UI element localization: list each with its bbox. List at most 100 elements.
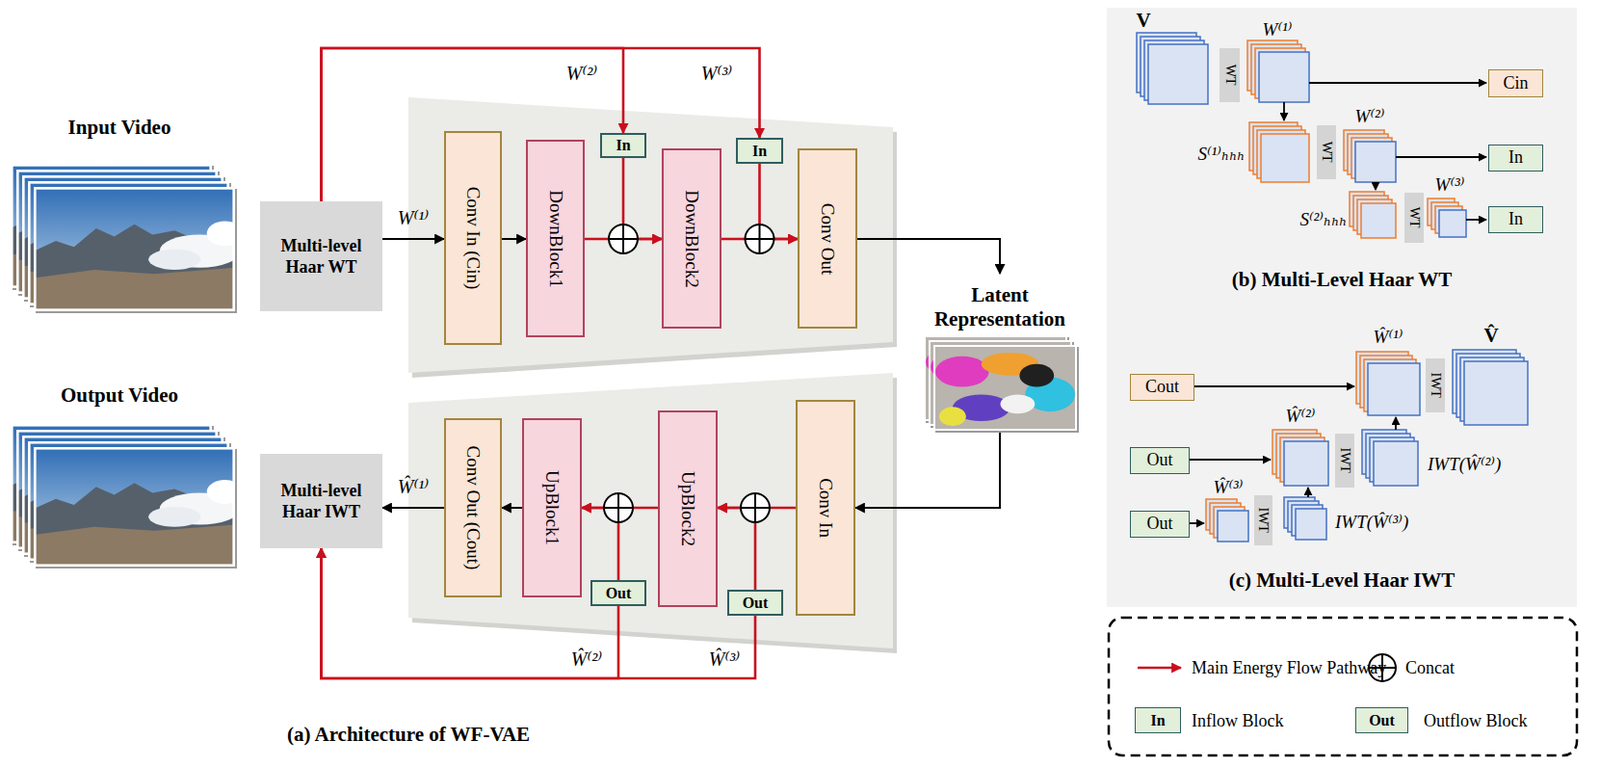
node-text: Conv Out xyxy=(816,202,839,274)
cout-box: Cout xyxy=(1129,373,1195,401)
math-label: S⁽²⁾ₕₕₕ xyxy=(1299,209,1347,231)
legend-text: Main Energy Flow Pathway xyxy=(1191,657,1387,679)
edge-label: Ŵ⁽²⁾ xyxy=(571,648,603,671)
edge-label: W⁽¹⁾ xyxy=(397,207,429,230)
flow-arrow xyxy=(857,238,1000,274)
wt-tag: WT xyxy=(1219,48,1240,103)
legend-swatch: In xyxy=(1134,707,1181,734)
math-label: W⁽³⁾ xyxy=(1435,174,1466,196)
decoder-trapezoid xyxy=(408,372,897,654)
inflow-block: In xyxy=(600,132,647,158)
node-text: Conv In xyxy=(814,477,837,538)
down-block: DownBlock2 xyxy=(661,148,722,329)
inflow-block: In xyxy=(735,137,784,164)
caption-text: (c) Multi-Level Haar IWT xyxy=(1229,568,1456,592)
caption-text: Input Video xyxy=(68,115,172,139)
output-video-frames xyxy=(10,423,243,569)
legend-text: Concat xyxy=(1405,657,1455,679)
edge-label: W⁽²⁾ xyxy=(566,62,598,85)
side-panel xyxy=(1106,7,1577,607)
node-text: Out xyxy=(605,584,632,603)
node-text: In xyxy=(1508,209,1523,230)
caption-text: V xyxy=(1135,8,1151,32)
node-text: Cout xyxy=(1145,377,1180,397)
outflow-block: Out xyxy=(1129,446,1190,474)
edge-label: Ŵ⁽¹⁾ xyxy=(397,475,429,499)
node-text: In xyxy=(752,142,767,160)
legend-swatch: Out xyxy=(1355,707,1409,734)
blue-stack-fronts xyxy=(1217,52,1528,542)
node-text: UpBlock2 xyxy=(677,471,699,547)
edge-label: W⁽³⁾ xyxy=(701,62,733,85)
outflow-block: Out xyxy=(727,589,784,616)
caption-text: Output Video xyxy=(60,383,179,407)
node-text: Conv In (Cin) xyxy=(462,186,484,290)
node-text: In xyxy=(615,136,630,155)
node-text: WT xyxy=(1318,141,1334,163)
math-label: S⁽¹⁾ₕₕₕ xyxy=(1197,143,1245,165)
node-text: Latent Representation xyxy=(916,283,1084,332)
math-label: W⁽²⁾ xyxy=(1355,105,1386,128)
conv-in-box: Conv In xyxy=(795,399,856,616)
inflow-block: In xyxy=(1488,206,1544,234)
node-text: IWT xyxy=(1337,447,1352,473)
node-text: In xyxy=(1508,148,1523,168)
node-text: DownBlock2 xyxy=(681,189,703,288)
edge-label: Ŵ⁽³⁾ xyxy=(708,648,740,671)
encoder-trapezoid xyxy=(408,97,897,378)
node-text: IWT xyxy=(1256,507,1271,533)
node-text: WT xyxy=(1406,207,1421,229)
iwt-tag: IWT xyxy=(1254,495,1273,546)
iwt-tag: IWT xyxy=(1425,358,1445,413)
flow-arrow xyxy=(501,506,523,509)
latent-block: Latent Representation xyxy=(916,273,1084,433)
node-text: Out xyxy=(742,594,769,612)
legend-text: Outflow Block xyxy=(1423,710,1528,732)
concat-circle xyxy=(603,224,1396,682)
node-text: Out xyxy=(1147,450,1174,471)
flow-arrow xyxy=(855,432,1000,508)
math-label: IWT(Ŵ⁽³⁾) xyxy=(1335,511,1409,533)
flow-arrow xyxy=(501,237,526,240)
flow-arrow xyxy=(382,237,445,240)
latent-image xyxy=(923,335,1079,433)
haar-iwt-box: Multi-level Haar IWT xyxy=(260,453,383,549)
legend-text: Inflow Block xyxy=(1191,710,1284,732)
node-text: Out xyxy=(1147,514,1174,534)
outflow-block: Out xyxy=(1129,510,1190,538)
up-block: UpBlock2 xyxy=(657,410,718,607)
legend-sample-text: Out xyxy=(1368,711,1395,730)
outflow-block: Out xyxy=(590,579,647,606)
node-text: DownBlock1 xyxy=(545,189,567,288)
legend-frame xyxy=(1108,617,1577,756)
math-label: Ŵ⁽³⁾ xyxy=(1213,476,1244,499)
node-text: Cin xyxy=(1502,74,1528,94)
math-label: IWT(Ŵ⁽²⁾) xyxy=(1427,453,1501,475)
node-text: UpBlock1 xyxy=(541,470,563,546)
node-text: Multi-level Haar IWT xyxy=(265,479,377,524)
input-video-frames xyxy=(10,163,243,314)
conv-out-box: Conv Out xyxy=(797,148,858,329)
wt-tag: WT xyxy=(1316,125,1337,180)
orange-stack-layers xyxy=(1206,40,1463,538)
caption-text: (a) Architecture of WF-VAE xyxy=(287,722,530,746)
up-block: UpBlock1 xyxy=(522,418,582,598)
math-label: Ŵ⁽¹⁾ xyxy=(1373,326,1404,348)
math-label: W⁽¹⁾ xyxy=(1262,19,1293,41)
wt-tag: WT xyxy=(1404,192,1424,243)
iwt-tag: IWT xyxy=(1335,433,1355,488)
node-text: WT xyxy=(1222,64,1237,86)
cin-box: Cin xyxy=(1488,69,1544,98)
blue-stack-layers xyxy=(1136,32,1208,105)
legend-sample-text: In xyxy=(1150,711,1165,730)
caption-text: (b) Multi-Level Haar WT xyxy=(1232,267,1452,291)
conv-out-box: Conv Out (Cout) xyxy=(444,418,502,598)
math-label: Ŵ⁽²⁾ xyxy=(1285,405,1316,427)
node-text: Multi-level Haar WT xyxy=(265,235,377,279)
caption-text: V̂ xyxy=(1483,323,1498,347)
conv-in-box: Conv In (Cin) xyxy=(444,131,502,345)
inflow-block: In xyxy=(1488,144,1544,172)
flow-arrow xyxy=(382,506,445,509)
down-block: DownBlock1 xyxy=(525,139,585,338)
